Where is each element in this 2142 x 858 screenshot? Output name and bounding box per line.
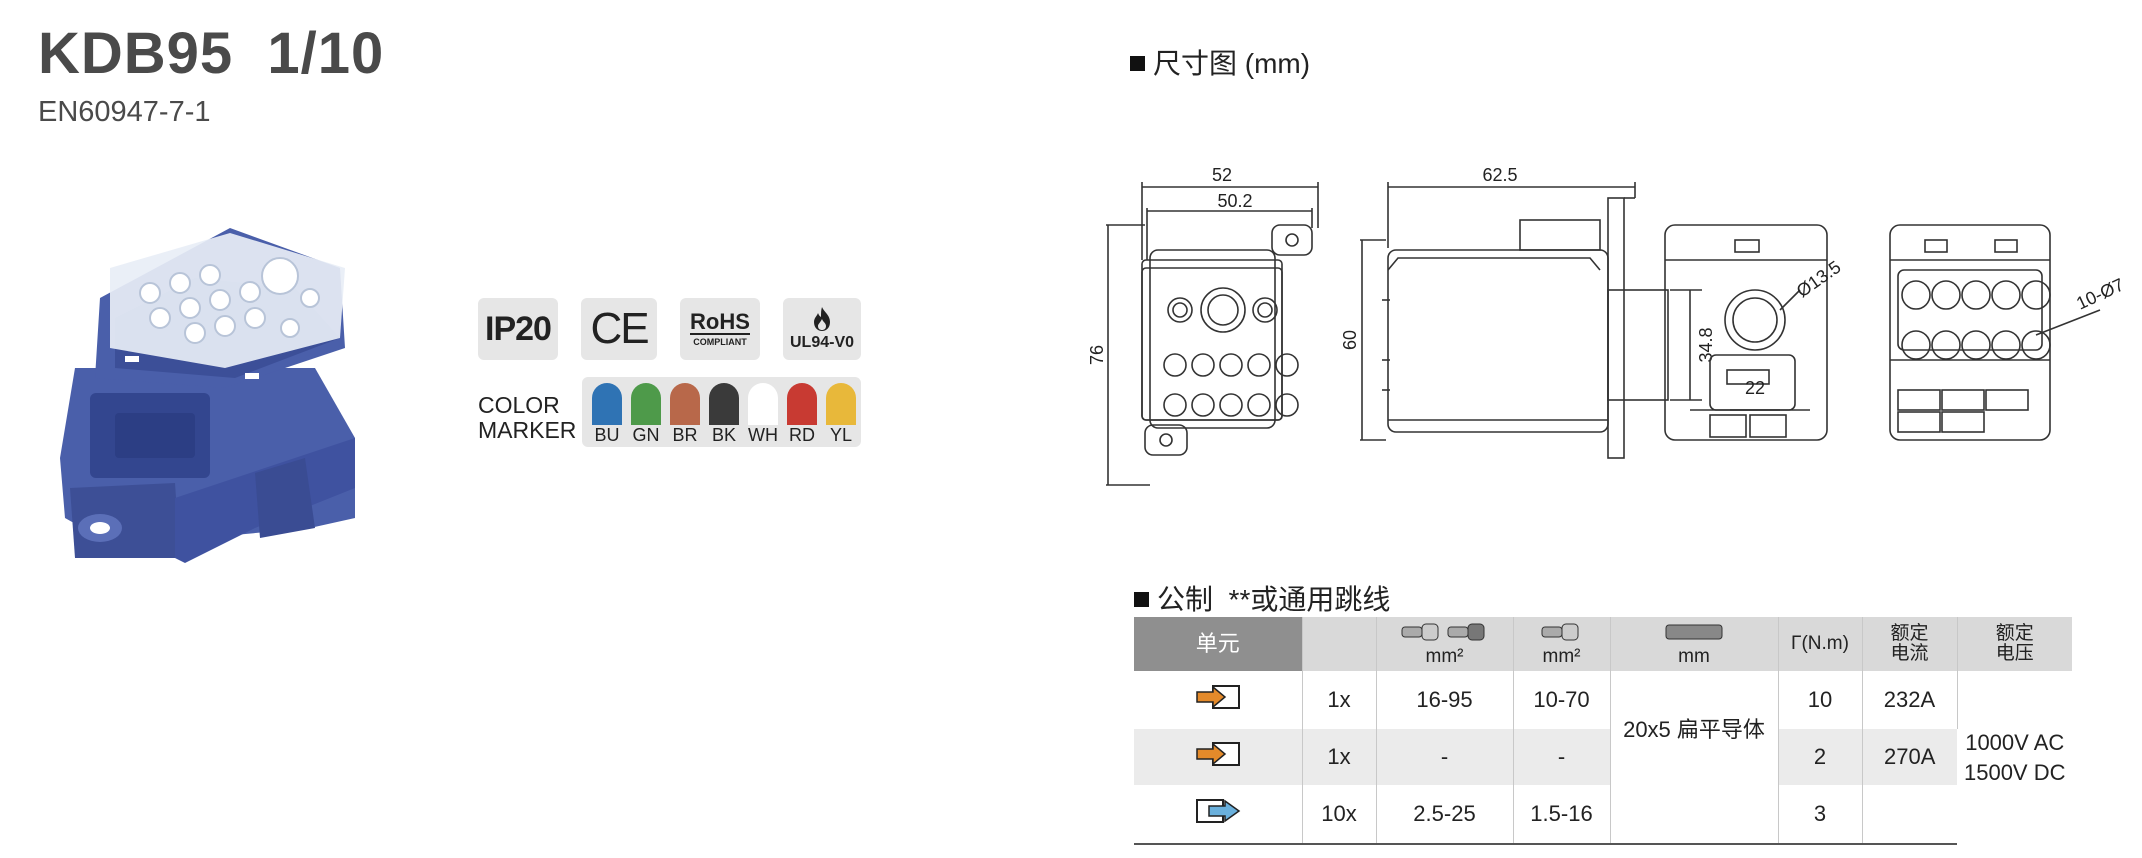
dim-62-5-label: 62.5 [1482, 165, 1517, 185]
flame-icon [814, 307, 830, 331]
row3-qty: 10x [1302, 785, 1377, 845]
color-code-yl: YL [829, 425, 853, 445]
busbar-icon [1665, 624, 1723, 639]
dim-22-label: 22 [1745, 378, 1765, 398]
front-view [1106, 182, 1319, 486]
voltage-ac: 1000V AC [1965, 729, 2065, 755]
color-code-bu: BU [594, 425, 620, 445]
color-swatch-br [670, 383, 700, 425]
col-qty-header [1302, 617, 1377, 671]
table-row: 10x 2.5-25 1.5-16 3 [1134, 785, 2072, 845]
voltage-dc: 1500V DC [1963, 759, 2066, 785]
current-header-2: 电流 [1890, 643, 1929, 664]
top-view [1664, 224, 1828, 441]
row1-range2: 10-70 [1513, 671, 1611, 729]
color-swatch-rd [787, 383, 817, 425]
dim-76-label: 76 [1090, 345, 1107, 365]
row2-range1: - [1376, 729, 1514, 785]
output-terminal-icon [1134, 785, 1303, 845]
voltage-header-1: 额定 [1995, 623, 2034, 644]
row1-torque: 10 [1778, 671, 1863, 729]
busbar-size: 20x5 扁平导体 [1610, 671, 1779, 785]
color-code-rd: RD [789, 425, 815, 445]
color-swatch-wh [748, 383, 778, 425]
ul94-badge: UL94-V0 [783, 298, 861, 360]
spec-table: 单元 mm² mm² mm Γ(N.m) 额定电流 额定电压 [1134, 617, 2072, 845]
spec-table-title: 公制 **或通用跳线 [1134, 578, 1390, 618]
row1-range1: 16-95 [1376, 671, 1514, 729]
color-swatch-bk [709, 383, 739, 425]
dimension-drawing: 52 50.2 76 62.5 60 34.8 [1090, 165, 2127, 486]
product-standard: EN60947-7-1 [38, 96, 211, 128]
table-row: 1x 16-95 10-70 20x5 扁平导体 10 232A 1000V A… [1134, 671, 2072, 844]
input-terminal-icon [1134, 671, 1303, 729]
color-swatch-gn [631, 383, 661, 425]
mm-unit: mm [1678, 645, 1710, 667]
row3-current [1862, 785, 1957, 845]
row1-current: 232A [1862, 671, 1958, 729]
col-current-header: 额定电流 [1862, 617, 1958, 671]
col-unit-header: 单元 [1134, 617, 1303, 671]
dim-52-label: 52 [1212, 165, 1232, 185]
rohs-label: RoHS [690, 309, 750, 335]
dim-dia-label: Ø13.5 [1793, 257, 1845, 302]
col-busbar-header: mm [1610, 617, 1779, 671]
row2-torque: 2 [1778, 729, 1863, 785]
ferrule-icon [1541, 623, 1578, 640]
row2-current: 270A [1862, 729, 1957, 785]
rohs-badge: RoHS COMPLIANT [680, 298, 760, 360]
color-code-bk: BK [711, 425, 736, 445]
color-code-gn: GN [632, 425, 660, 445]
color-code-wh: WH [748, 425, 778, 445]
table-header-row: 单元 mm² mm² mm Γ(N.m) 额定电流 额定电压 [1134, 617, 2072, 671]
row1-qty: 1x [1302, 671, 1377, 729]
dim-60-label: 60 [1340, 330, 1360, 350]
color-swatch-yl [826, 383, 856, 425]
col-voltage-header: 额定电压 [1957, 617, 2072, 671]
dim-holes-label: 10-Ø7 [2073, 274, 2127, 313]
bottom-view [1889, 224, 2101, 441]
spec-title-text: 公制 **或通用跳线 [1157, 584, 1391, 615]
rohs-sublabel: COMPLIANT [693, 337, 747, 347]
row3-busbar [1610, 785, 1779, 845]
col-wire-b-header: mm² [1513, 617, 1611, 671]
mm2-unit-a: mm² [1425, 645, 1464, 667]
color-label-line1: COLOR [478, 392, 560, 418]
row2-qty: 1x [1302, 729, 1377, 785]
dimension-drawing-title: 尺寸图 (mm) [1130, 42, 1310, 82]
dim-34-8-label: 34.8 [1696, 327, 1716, 362]
color-code-br: BR [672, 425, 698, 445]
ul94-label: UL94-V0 [789, 334, 855, 351]
rated-voltage: 1000V AC 1500V DC [1957, 671, 2072, 844]
row3-range1: 2.5-25 [1376, 785, 1514, 845]
color-label-line2: MARKER : [478, 417, 590, 443]
ferrule-pair-icon [1401, 623, 1484, 640]
product-image [60, 228, 355, 563]
row3-range2: 1.5-16 [1513, 785, 1611, 845]
color-marker-label: COLOR MARKER : [478, 393, 589, 443]
dim-50-2-label: 50.2 [1217, 191, 1252, 211]
ip20-badge: IP20 [478, 298, 558, 360]
ce-mark-badge: CE [581, 298, 657, 360]
mm2-unit-b: mm² [1542, 645, 1581, 667]
voltage-header-2: 电压 [1995, 643, 2034, 664]
col-wire-a-header: mm² [1376, 617, 1514, 671]
side-view [1360, 182, 1702, 459]
table-row: 1x - - 2 270A [1134, 729, 2072, 785]
input-terminal-icon [1134, 729, 1303, 785]
current-header-1: 额定 [1890, 623, 1929, 644]
product-title: KDB95 1/10 [38, 21, 385, 86]
col-torque-header: Γ(N.m) [1778, 617, 1863, 671]
row2-range2: - [1513, 729, 1611, 785]
dimension-title-text: 尺寸图 (mm) [1153, 48, 1311, 79]
row3-torque: 3 [1778, 785, 1863, 845]
color-swatch-bu [592, 383, 622, 425]
